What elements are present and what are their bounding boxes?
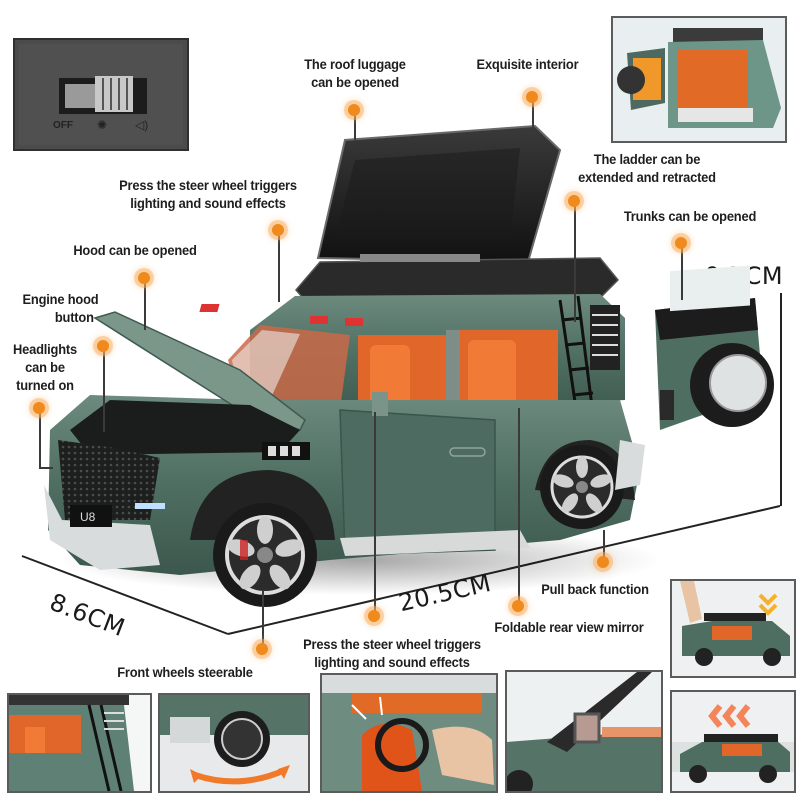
label-line: extended and retracted <box>578 169 716 185</box>
callout-line-steer-top <box>278 232 280 302</box>
label-line: Hood can be opened <box>73 242 197 258</box>
callout-dot-hood <box>138 272 150 284</box>
label-line: lighting and sound effects <box>130 195 286 211</box>
label-line: Trunks can be opened <box>623 208 757 224</box>
rear-view-mirror-panel <box>505 670 663 793</box>
label-pull-back: Pull back function <box>526 580 664 598</box>
pull-back-demo-panel <box>670 579 796 678</box>
switch-closeup-panel: OFF ✺ ◁) <box>13 38 189 151</box>
label-steer-wheel-top: Press the steer wheel triggers lighting … <box>98 176 319 212</box>
pull-back-demo-image <box>680 581 790 666</box>
label-line: Exquisite interior <box>476 56 579 72</box>
label-line: Engine hood <box>22 291 99 307</box>
steering-wheel-press-image <box>322 675 496 791</box>
callout-dot-pull-back <box>597 556 609 568</box>
callout-line-engine-button <box>39 410 41 468</box>
callout-line-interior <box>532 98 534 134</box>
callout-dot-engine-button <box>33 402 45 414</box>
callout-dot-steer-top <box>272 224 284 236</box>
callout-line-ladder <box>574 202 576 322</box>
label-line: Press the steer wheel triggers <box>119 177 297 193</box>
ladder-closeup-image <box>9 695 134 791</box>
light-icon: ✺ <box>97 118 108 132</box>
steering-wheel-press-panel <box>320 673 498 793</box>
motion-arrows-icon <box>708 704 751 728</box>
callout-line-engine-button-h <box>39 467 53 469</box>
label-hood: Hood can be opened <box>52 241 218 259</box>
callout-dot-roof-luggage <box>348 104 360 116</box>
label-front-wheels: Front wheels steerable <box>98 663 273 681</box>
callout-dot-steer-bottom <box>368 610 380 622</box>
label-line: lighting and sound effects <box>314 654 470 670</box>
sound-icon: ◁) <box>135 118 149 132</box>
label-line: can be opened <box>311 74 399 90</box>
ladder-closeup-panel <box>7 693 152 793</box>
label-line: Front wheels steerable <box>117 664 253 680</box>
label-line: Pull back function <box>541 581 649 597</box>
front-wheel-steering-panel <box>158 693 310 793</box>
callout-dot-interior <box>526 91 538 103</box>
label-engine-hood-button: Engine hood button <box>12 290 109 326</box>
callout-dot-foldable-mirror <box>512 600 524 612</box>
pull-back-motion-panel <box>670 690 796 793</box>
callout-line-roof-luggage <box>354 112 356 140</box>
label-line: Headlights <box>12 341 77 357</box>
label-line: Foldable rear view mirror <box>494 619 644 635</box>
label-line: The roof luggage <box>304 56 406 72</box>
switch-icon <box>19 44 183 145</box>
front-wheel-steering-image <box>160 695 308 785</box>
callout-line-pull-back <box>603 530 605 560</box>
callout-dot-ladder <box>568 195 580 207</box>
label-roof-luggage: The roof luggage can be opened <box>286 55 424 91</box>
callout-dot-front-wheels <box>256 643 268 655</box>
pull-back-motion-image <box>672 704 794 783</box>
steer-arrow-icon <box>194 767 287 785</box>
label-headlights: Headlights can be turned on <box>5 340 84 394</box>
callout-line-front-wheels <box>262 590 264 650</box>
callout-dot-headlights <box>97 340 109 352</box>
switch-off-label: OFF <box>53 120 73 131</box>
plate-text: U8 <box>80 510 96 524</box>
callout-line-hood <box>144 280 146 330</box>
callout-dot-trunks <box>675 237 687 249</box>
label-interior: Exquisite interior <box>461 55 594 73</box>
label-line: The ladder can be <box>593 151 701 167</box>
rear-trunk-image <box>617 28 781 128</box>
label-trunks: Trunks can be opened <box>607 207 773 225</box>
label-line: Press the steer wheel triggers <box>303 636 481 652</box>
callout-line-trunks <box>681 245 683 300</box>
label-line: turned on <box>16 377 74 393</box>
rear-trunk-open-panel <box>611 16 787 143</box>
rear-view-mirror-image <box>507 672 661 791</box>
label-ladder: The ladder can be extended and retracted <box>560 150 735 186</box>
label-line: can be <box>25 359 65 375</box>
label-steer-wheel-bottom: Press the steer wheel triggers lighting … <box>282 635 503 671</box>
callout-line-steer-bottom <box>374 412 376 612</box>
label-foldable-mirror: Foldable rear view mirror <box>472 618 665 636</box>
callout-line-headlights <box>103 347 105 432</box>
callout-line-foldable-mirror <box>518 408 520 603</box>
label-line: button <box>54 309 94 325</box>
